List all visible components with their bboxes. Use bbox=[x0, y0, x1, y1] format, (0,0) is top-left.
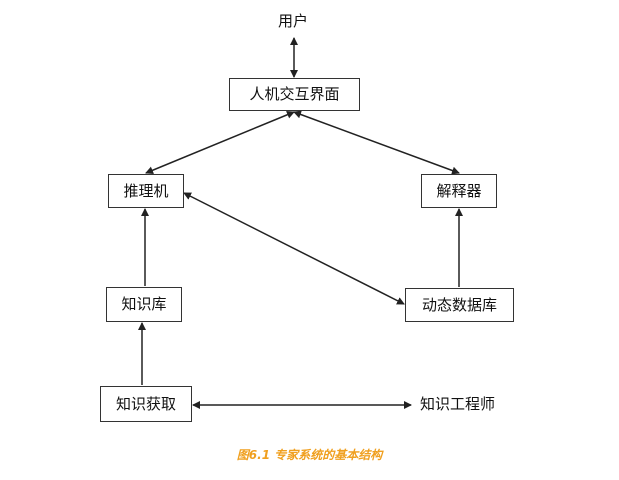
node-user: 用户 bbox=[278, 12, 309, 30]
node-dynamic-database: 动态数据库 bbox=[405, 288, 514, 322]
node-hci: 人机交互界面 bbox=[229, 78, 360, 111]
node-explainer: 解释器 bbox=[421, 174, 497, 208]
edge-hci-inference bbox=[145, 110, 295, 175]
node-inference-engine: 推理机 bbox=[108, 174, 184, 208]
node-knowledge-base: 知识库 bbox=[106, 287, 182, 322]
edge-inference-dynamic-db bbox=[183, 192, 405, 305]
node-knowledge-acquisition: 知识获取 bbox=[100, 386, 192, 422]
figure-caption: 图6.1 专家系统的基本结构 bbox=[236, 448, 383, 462]
node-knowledge-engineer: 知识工程师 bbox=[420, 395, 496, 413]
edge-hci-explainer bbox=[293, 110, 460, 175]
